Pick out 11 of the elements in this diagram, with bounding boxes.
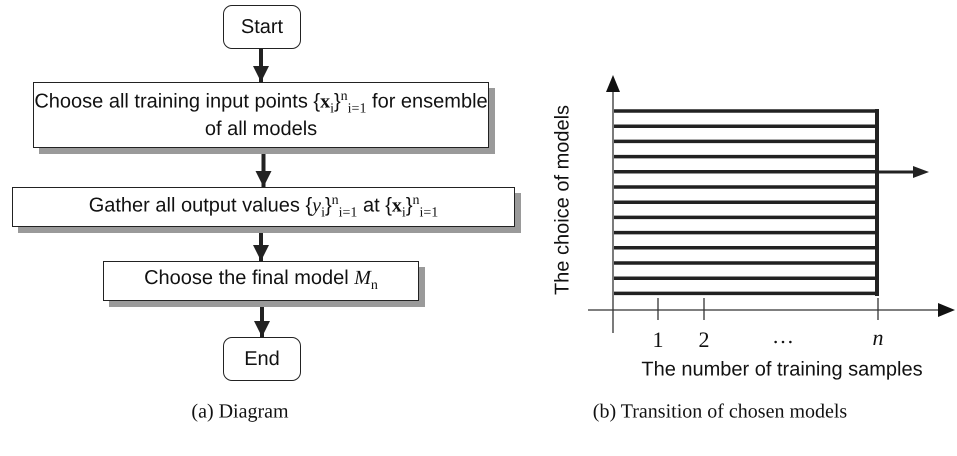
end-terminal: End [223,337,301,381]
axis-label: The number of training samples [641,358,923,382]
tick-label: 2 [698,327,710,353]
tick-label: 1 [652,327,664,353]
tick-label: n [872,325,884,351]
caption: (a) Diagram [191,400,289,424]
axis-label: The choice of models [552,104,574,296]
arrow [253,49,269,82]
tick-label: … [772,323,794,349]
caption: (b) Transition of chosen models [592,400,848,424]
start-terminal: Start [223,5,301,49]
